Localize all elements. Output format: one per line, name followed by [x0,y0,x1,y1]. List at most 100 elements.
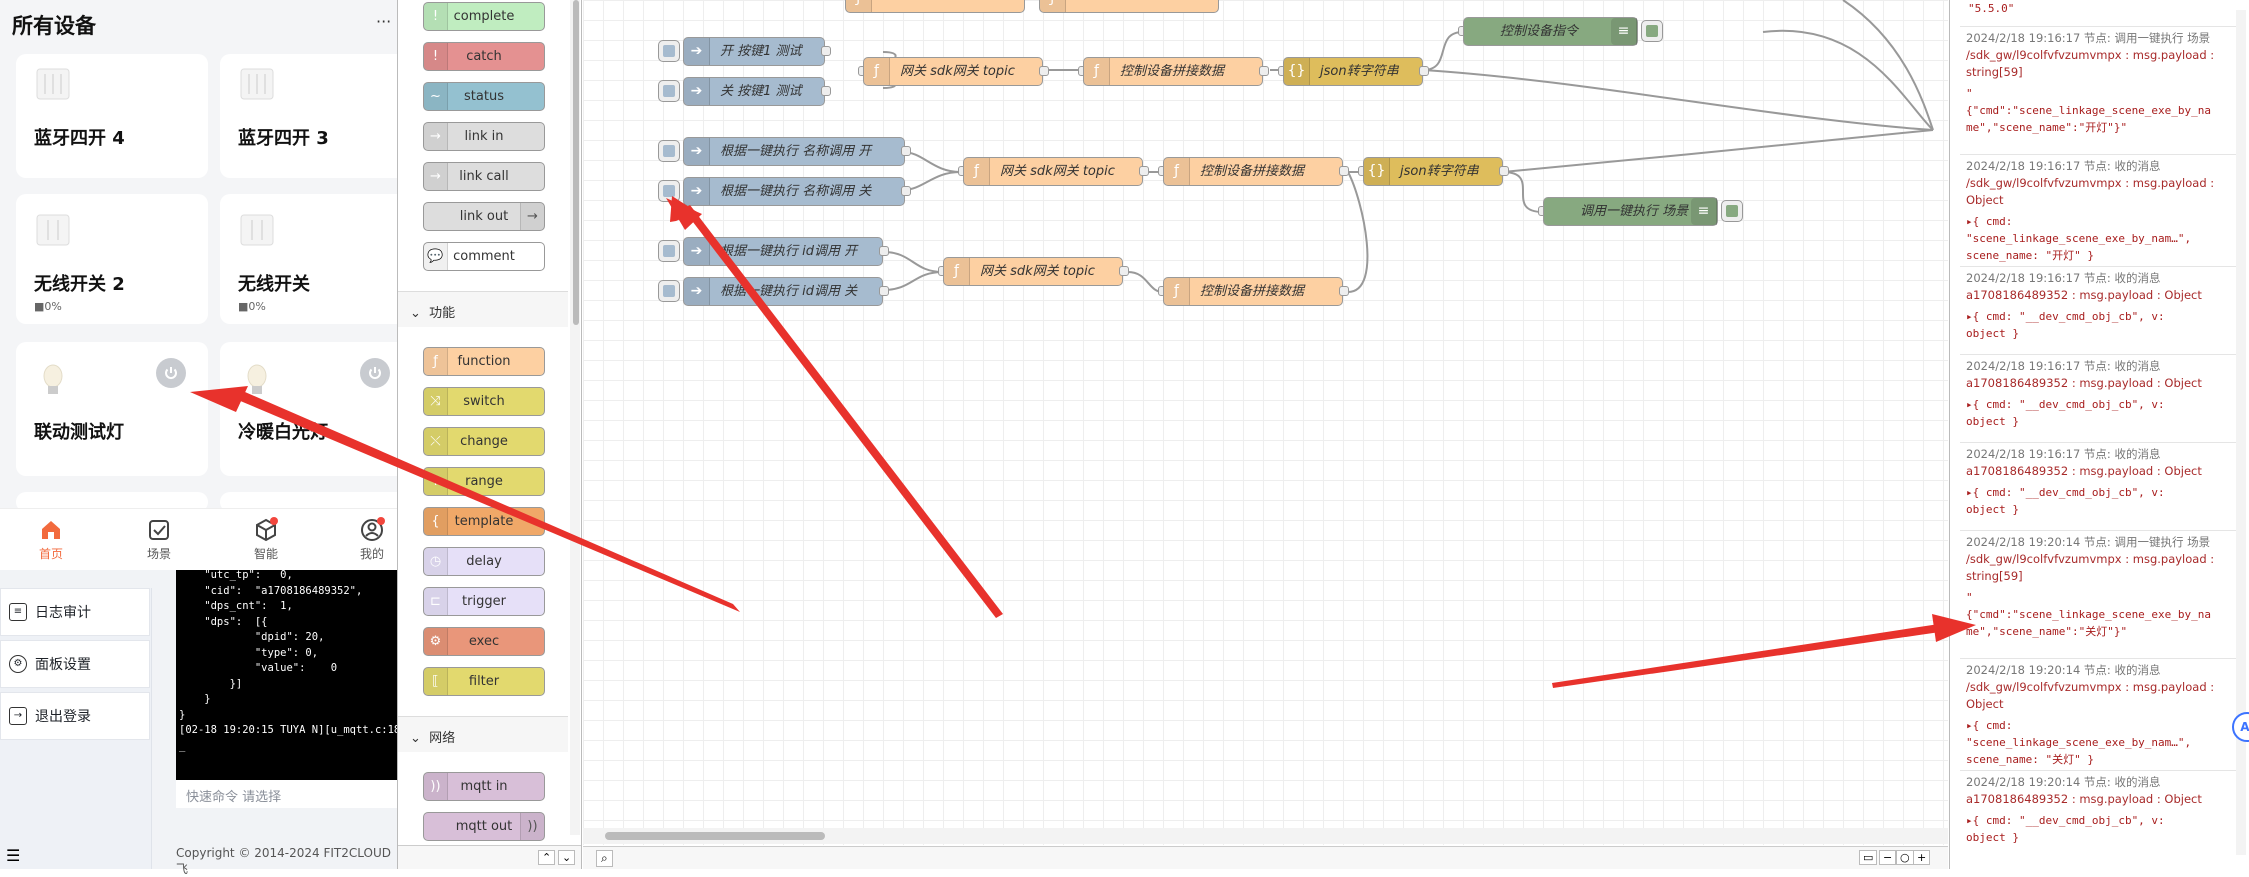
inject-trigger-button[interactable] [658,180,680,202]
nav-panel-settings[interactable]: ⚙面板设置 [0,640,150,688]
inject-node[interactable]: ➔根据一键执行 名称调用 关 [683,177,905,206]
debug-scrollbar[interactable] [2236,10,2246,855]
node-port[interactable] [1119,266,1129,276]
tab-scene[interactable]: 场景 [129,517,189,562]
debug-message-payload[interactable]: ▸{ cmd:"scene_linkage_scene_exe_by_nam…"… [1966,717,2246,768]
debug-message-payload[interactable]: ▸{ cmd:"scene_linkage_scene_exe_by_nam…"… [1966,213,2246,264]
node-port[interactable] [821,86,831,96]
node-port[interactable] [1419,66,1429,76]
expand-all-icon[interactable]: ⌄ [558,850,576,865]
node-port[interactable] [1339,286,1349,296]
category-function[interactable]: ⌄ 功能 [398,291,568,327]
power-button[interactable] [156,358,186,388]
inject-node[interactable]: ➔根据一键执行 id调用 开 [683,237,883,266]
palette-node-status[interactable]: ~status [423,82,545,111]
palette-node-trigger[interactable]: ⊏trigger [423,587,545,616]
inject-trigger-button[interactable] [658,140,680,162]
canvas-h-scrollbar[interactable] [583,828,1948,844]
node-port[interactable] [901,186,911,196]
node-port[interactable] [1139,166,1149,176]
palette-node-link-out[interactable]: →link out [423,202,545,231]
inject-node[interactable]: ➔开 按键1 测试 [683,37,825,66]
function-node-partial[interactable]: ƒ [845,0,1025,13]
inject-node[interactable]: ➔根据一键执行 id调用 关 [683,277,883,306]
debug-toggle-button[interactable] [1721,200,1743,222]
device-card[interactable]: 无线开关 2 ■0% [16,194,208,324]
palette-node-switch[interactable]: ⤨switch [423,387,545,416]
collapse-menu-icon[interactable]: ☰ [6,846,21,865]
device-card[interactable]: 联动测试灯 [16,342,208,476]
inject-trigger-button[interactable] [658,240,680,262]
zoom-out-icon[interactable]: − [1879,850,1897,865]
debug-message[interactable]: 2024/2/18 19:16:17 节点: 调用一键执行 场景/sdk_gw/… [1966,30,2246,136]
collapse-all-icon[interactable]: ⌃ [538,850,556,865]
debug-message-payload[interactable]: ▸{ cmd: "__dev_cmd_obj_cb", v:object } [1966,484,2246,518]
tab-mine[interactable]: 我的 [342,517,397,562]
palette-node-mqtt-out[interactable]: ))mqtt out [423,812,545,841]
device-card[interactable]: 蓝牙四开 4 [16,54,208,178]
palette-node-template[interactable]: {template [423,507,545,536]
zoom-reset-icon[interactable]: ○ [1896,850,1914,865]
nav-logout[interactable]: →退出登录 [0,692,150,740]
palette-node-catch[interactable]: !catch [423,42,545,71]
tab-home[interactable]: 首页 [21,517,81,562]
quick-command-input[interactable]: 快速命令 请选择 [176,780,397,808]
inject-trigger-button[interactable] [658,280,680,302]
palette-scroll-thumb[interactable] [573,0,579,325]
device-card[interactable]: 蓝牙四开 3 [220,54,397,178]
node-port[interactable] [1499,166,1509,176]
palette-node-mqtt-in[interactable]: ))mqtt in [423,772,545,801]
function-node-partial[interactable]: ƒ [1039,0,1219,13]
inject-trigger-button[interactable] [658,80,680,102]
search-icon[interactable]: ⌕ [596,850,613,867]
debug-message[interactable]: 2024/2/18 19:16:17 节点: 收的消息/sdk_gw/l9col… [1966,158,2246,264]
node-port[interactable] [821,46,831,56]
debug-message[interactable]: 2024/2/18 19:20:14 节点: 调用一键执行 场景/sdk_gw/… [1966,534,2246,640]
node-port[interactable] [901,146,911,156]
palette-node-exec[interactable]: ⚙exec [423,627,545,656]
debug-node[interactable]: ≡控制设备指令 [1463,17,1638,46]
category-network[interactable]: ⌄ 网络 [398,716,568,752]
palette-node-link-in[interactable]: →link in [423,122,545,151]
palette-node-delay[interactable]: ◷delay [423,547,545,576]
flow-canvas[interactable]: ƒƒ➔开 按键1 测试➔关 按键1 测试➔根据一键执行 名称调用 开➔根据一键执… [583,0,1948,845]
palette-node-comment[interactable]: 💬comment [423,242,545,271]
debug-message-payload[interactable]: ▸{ cmd: "__dev_cmd_obj_cb", v:object } [1966,308,2246,342]
node-port[interactable] [1039,66,1049,76]
power-button[interactable] [360,358,390,388]
inject-trigger-button[interactable] [658,40,680,62]
palette-node-change[interactable]: ⤬change [423,427,545,456]
canvas-scroll-thumb[interactable] [605,832,825,840]
device-card[interactable]: 无线开关 ■0% [220,194,397,324]
inject-node[interactable]: ➔根据一键执行 名称调用 开 [683,137,905,166]
device-card[interactable]: 冷暖白光灯 [220,342,397,476]
node-port[interactable] [879,246,889,256]
debug-node[interactable]: ≡调用一键执行 场景 [1543,197,1718,226]
nav-log-audit[interactable]: ≡日志审计 [0,588,150,636]
debug-message-payload[interactable]: ▸{ cmd: "__dev_cmd_obj_cb", v:object } [1966,812,2246,846]
node-port[interactable] [879,286,889,296]
json-node[interactable]: {}json转字符串 [1363,157,1503,186]
palette-node-link-call[interactable]: →link call [423,162,545,191]
node-port[interactable] [1339,166,1349,176]
map-icon[interactable]: ▭ [1859,850,1878,865]
palette-node-filter[interactable]: ⟦filter [423,667,545,696]
zoom-in-icon[interactable]: + [1913,850,1931,865]
node-port[interactable] [1259,66,1269,76]
palette-node-complete[interactable]: !complete [423,2,545,31]
debug-message-payload[interactable]: ▸{ cmd: "__dev_cmd_obj_cb", v:object } [1966,396,2246,430]
